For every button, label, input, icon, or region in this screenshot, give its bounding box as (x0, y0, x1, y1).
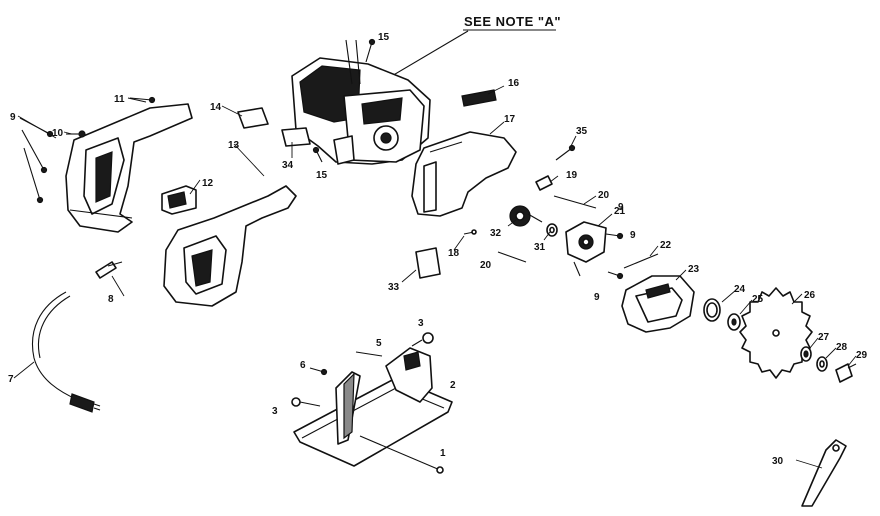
leader-lines (13, 85, 857, 469)
callout-16: 16 (508, 78, 520, 89)
callout-19: 19 (566, 170, 578, 181)
left-handle-housing (65, 103, 193, 233)
screw-10 (66, 130, 86, 138)
washer-28 (816, 356, 828, 372)
label-plate-34 (281, 127, 311, 147)
callout-7: 7 (8, 374, 14, 385)
callout-18: 18 (448, 248, 460, 259)
callout-14: 14 (210, 102, 222, 113)
screw-1 (359, 435, 444, 474)
screw-6 (309, 367, 328, 376)
callout-34: 34 (282, 160, 294, 171)
callout-9-right-mid: 9 (618, 202, 624, 213)
screws-9-left (19, 117, 54, 204)
pin-22 (623, 253, 659, 269)
callout-13: 13 (228, 140, 240, 151)
callout-3-top: 3 (418, 318, 424, 329)
callout-15-top: 15 (378, 32, 390, 43)
callout-23: 23 (688, 264, 700, 275)
callout-9-left: 9 (10, 112, 16, 123)
callout-27: 27 (818, 332, 830, 343)
base-plate-2 (293, 347, 453, 467)
callout-12: 12 (202, 178, 214, 189)
callout-2: 2 (450, 380, 456, 391)
knob-3-left (291, 397, 321, 407)
callout-24: 24 (734, 284, 746, 295)
callout-28: 28 (836, 342, 848, 353)
callout-33: 33 (388, 282, 400, 293)
callout-8: 8 (108, 294, 114, 305)
washer-25 (727, 313, 741, 331)
switch-12 (161, 185, 197, 215)
screws-9-right (573, 232, 624, 280)
callout-9-right-bottom: 9 (594, 292, 600, 303)
callout-10: 10 (52, 128, 64, 139)
see-note-a-label: SEE NOTE "A" (464, 14, 561, 29)
screw-18 (463, 229, 477, 235)
screw-15-bottom (312, 146, 323, 163)
callout-25: 25 (752, 294, 764, 305)
power-cord-7 (31, 291, 101, 413)
callout-20-upper: 20 (598, 190, 610, 201)
callout-3-left: 3 (272, 406, 278, 417)
bearing-housing-21 (565, 221, 607, 263)
screw-15-top (365, 38, 376, 63)
bolt-29 (835, 363, 857, 383)
knob-3-top (411, 332, 434, 347)
upper-blade-guard-17 (411, 131, 517, 217)
pin-20-lower (497, 251, 527, 263)
ring-24 (703, 298, 721, 322)
lower-blade-guard-23 (621, 275, 695, 333)
callout-6: 6 (300, 360, 306, 371)
screw-5 (355, 351, 383, 357)
gear-32 (509, 205, 543, 227)
washer-31 (546, 223, 558, 237)
callout-11: 11 (114, 94, 125, 105)
label-plate-14 (237, 107, 269, 129)
callout-17: 17 (504, 114, 516, 125)
callout-35: 35 (576, 126, 588, 137)
callout-22: 22 (660, 240, 672, 251)
callout-31: 31 (534, 242, 546, 253)
screw-35 (555, 144, 576, 161)
screw-8 (95, 261, 123, 279)
right-handle-housing-13 (163, 185, 297, 307)
callout-29: 29 (856, 350, 868, 361)
pin-19 (535, 175, 553, 191)
wrench-30 (801, 439, 847, 507)
motor-housing (291, 39, 431, 165)
callout-9-right-top: 9 (630, 230, 636, 241)
callouts: 1 2 3 3 5 6 7 8 9 9 9 9 10 11 12 13 14 1… (8, 32, 868, 467)
callout-32: 32 (490, 228, 502, 239)
callout-15-bottom: 15 (316, 170, 328, 181)
callout-30: 30 (772, 456, 784, 467)
saw-blade-26 (739, 287, 813, 379)
callout-26: 26 (804, 290, 816, 301)
screw-11 (129, 96, 156, 104)
washer-27 (800, 346, 812, 362)
callout-5: 5 (376, 338, 382, 349)
label-33 (415, 247, 441, 279)
callout-20-lower: 20 (480, 260, 492, 271)
callout-21: 21 (614, 206, 626, 217)
label-16 (461, 89, 497, 107)
pin-20-upper (553, 195, 597, 209)
callout-1: 1 (440, 448, 446, 459)
